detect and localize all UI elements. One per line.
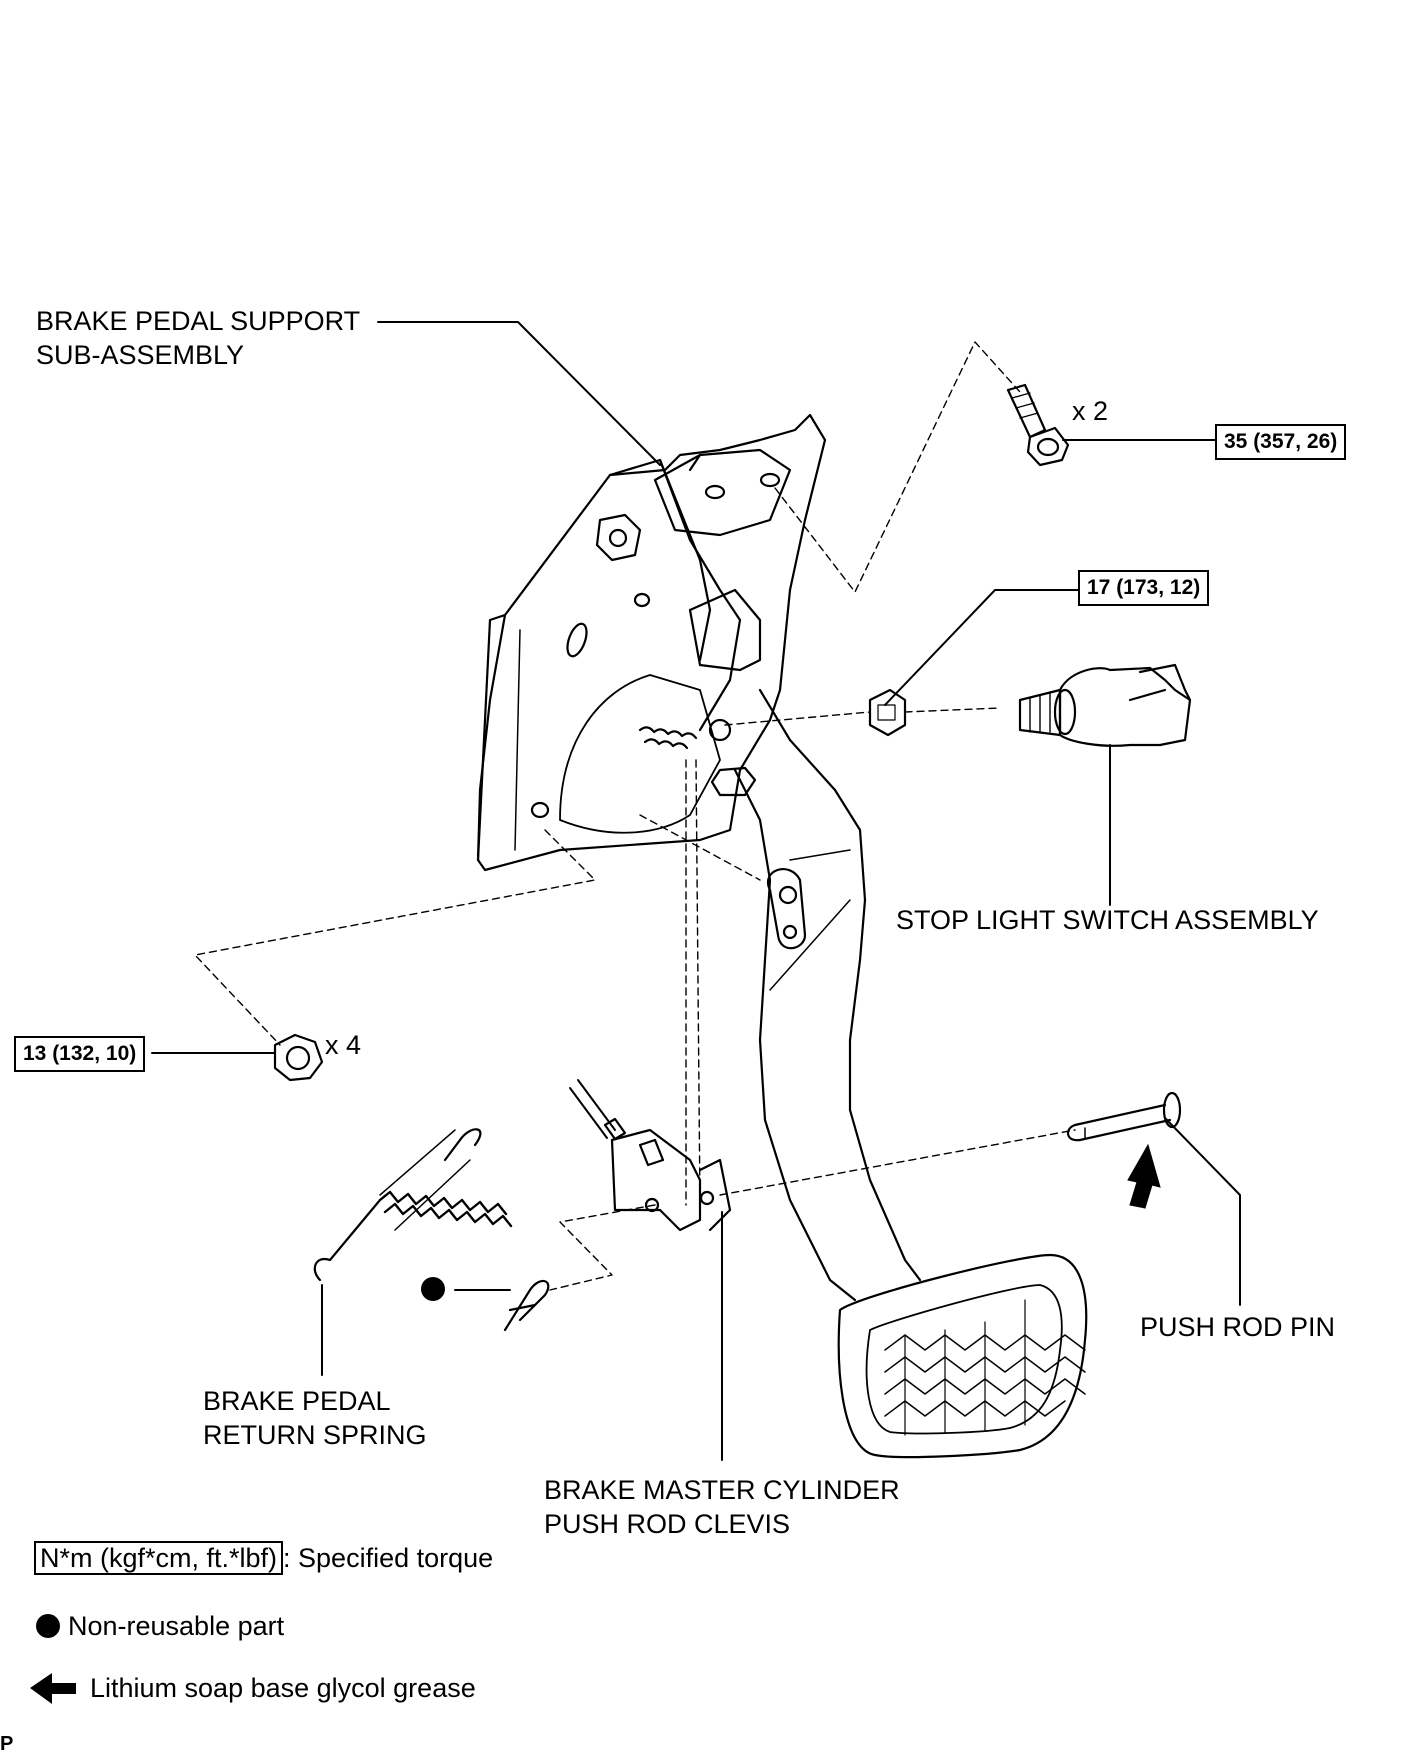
torque-bolt: 35 (357, 26) [1215,424,1347,460]
label-return-spring-line1: BRAKE PEDAL [203,1386,391,1416]
pedal-pad [837,1253,1088,1459]
label-return-spring: BRAKE PEDAL RETURN SPRING [203,1384,427,1452]
label-pedal-support-line2: SUB-ASSEMBLY [36,340,245,370]
return-spring [313,1128,513,1282]
figure-code: P [0,1733,14,1755]
torque-support-nut: 13 (132, 10) [14,1036,146,1072]
leader-lines [151,321,1241,1461]
legend-grease-arrow-icon [30,1673,76,1704]
legend-non-reusable: Non-reusable part [68,1611,285,1641]
label-pedal-support: BRAKE PEDAL SUPPORT SUB-ASSEMBLY [36,304,360,372]
clip [503,1279,550,1332]
bolt [1006,383,1070,467]
support-nut [273,1033,324,1082]
brake-pedal-arm [733,688,922,1302]
push-rod-pin [1067,1091,1182,1142]
legend-torque: N*m (kgf*cm, ft.*lbf): Specified torque [34,1541,493,1575]
legend-dot-icon [36,1614,60,1638]
torque-switch-nut: 17 (173, 12) [1078,570,1210,606]
non-reusable-dot-icon [421,1277,445,1301]
dashed-lines [194,341,1076,1291]
bolt-quantity: x 2 [1072,396,1109,426]
pedal-support-bracket [476,413,827,872]
label-return-spring-line2: RETURN SPRING [203,1420,427,1450]
label-pedal-support-line1: BRAKE PEDAL SUPPORT [36,306,361,336]
legend-torque-text: : Specified torque [283,1543,494,1573]
legend-torque-unit: N*m (kgf*cm, ft.*lbf) [34,1541,284,1575]
label-push-rod-clevis: BRAKE MASTER CYLINDER PUSH ROD CLEVIS [544,1473,900,1541]
label-push-rod-clevis-line2: PUSH ROD CLEVIS [544,1509,791,1539]
push-rod-clevis [569,1079,732,1232]
label-push-rod-clevis-line1: BRAKE MASTER CYLINDER [544,1475,900,1505]
grease-arrow-icon [1127,1143,1161,1209]
legend-grease: Lithium soap base glycol grease [90,1673,476,1703]
switch-nut [868,688,907,737]
label-stop-light-switch: STOP LIGHT SWITCH ASSEMBLY [896,905,1319,935]
stop-light-switch [1018,663,1192,747]
label-push-rod-pin: PUSH ROD PIN [1140,1312,1336,1342]
support-nut-quantity: x 4 [325,1030,362,1060]
